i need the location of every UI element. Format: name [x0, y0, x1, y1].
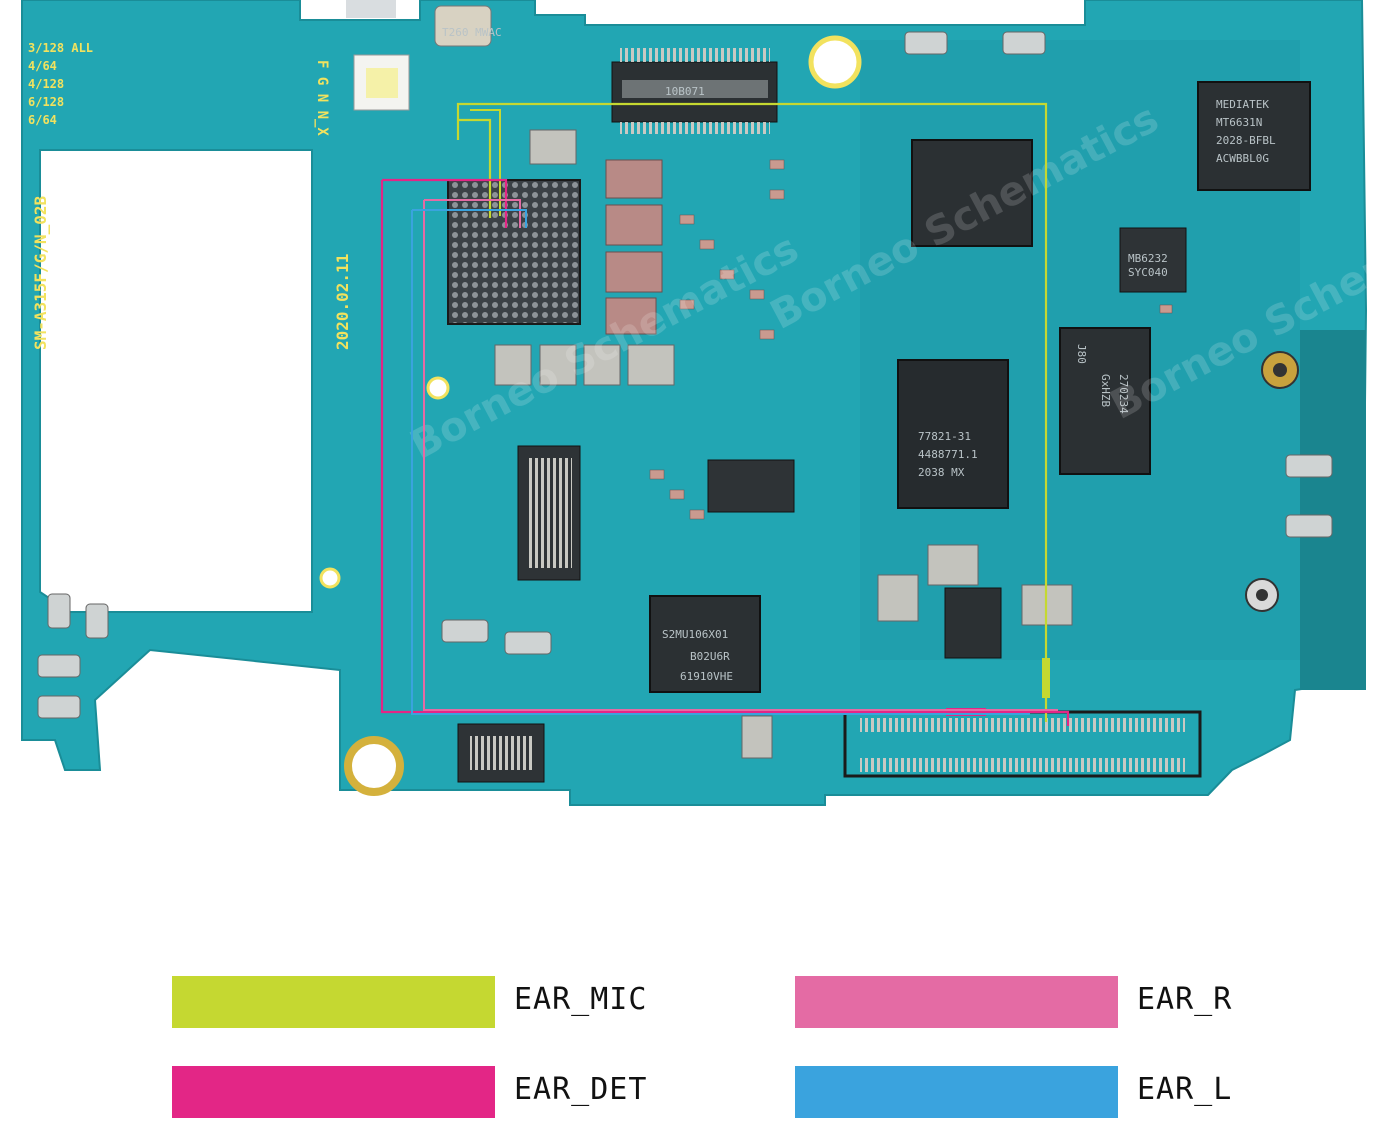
mount-hole-bottom [344, 736, 404, 796]
jgxl-chip [944, 587, 1002, 659]
ear-r-trace [424, 199, 521, 228]
ear-det-trace [380, 180, 1070, 726]
pcb-cutout [39, 149, 313, 613]
top-button [346, 0, 396, 18]
legend-swatch [172, 1066, 495, 1118]
shield-clip [441, 619, 489, 643]
main-ic-marking: 77821-31 [918, 430, 971, 443]
ear-mic-trace [456, 102, 1048, 722]
wifi-bt-chip [1197, 81, 1311, 191]
inductor [605, 159, 663, 199]
legend-label: EAR_DET [514, 1072, 648, 1107]
pmic-marking-2: B02U6R [690, 650, 730, 663]
transceiver-ic [911, 139, 1033, 247]
connector-mark: 10B071 [665, 85, 705, 98]
small-ic-marking-2: SYC040 [1128, 266, 1168, 279]
inductor [605, 297, 657, 335]
legend-label: EAR_L [1137, 1072, 1233, 1107]
pa-marking-3: 270234 [1117, 374, 1130, 414]
mount-hole-left [319, 567, 341, 589]
processor-bga [447, 179, 581, 325]
ear-det-trace [382, 178, 508, 228]
storage-variant: 4/64 [28, 59, 57, 73]
storage-variant: 6/128 [28, 95, 64, 109]
rf-shield-region [1300, 330, 1366, 690]
capacitor [494, 344, 532, 386]
crystal [434, 5, 492, 47]
legend-label: EAR_MIC [514, 982, 648, 1017]
mediatek-marking-3: 2028-BFBL [1216, 134, 1276, 147]
pa-marking: J80 [1075, 344, 1088, 364]
storage-variant-list: 3/128 ALL 4/64 4/128 6/128 6/64 [28, 41, 93, 127]
pmic-marking: S2MU106X01 [662, 628, 728, 641]
inductor [605, 251, 663, 293]
inductor [605, 204, 663, 246]
main-rf-ic [897, 359, 1009, 509]
pcb-board: T260 MWAC 10B071 S2MU106X01 B02U6R 61910… [21, 0, 1368, 806]
pa-marking-2: GxHZB [1099, 374, 1112, 407]
main-ic-marking-2: 4488771.1 [918, 448, 978, 461]
shield-clip [85, 603, 109, 639]
shield-clip [37, 654, 81, 678]
capacitor [627, 344, 675, 386]
ear-r-trace [423, 200, 1058, 711]
ear-l-trace [411, 210, 1030, 715]
mount-hole-mid [426, 376, 450, 400]
crystal-label: T260 MWAC [442, 26, 502, 39]
mediatek-marking-4: ACWBBL0G [1216, 152, 1269, 165]
audio-chip [707, 459, 795, 513]
storage-variant: 4/128 [28, 77, 64, 91]
model-silkscreen: SM-A315F/G/N_02B [31, 196, 50, 350]
ear-mic-trace [458, 118, 492, 218]
capacitor [539, 344, 577, 386]
ear-l-trace [412, 209, 527, 228]
small-ic-marking: MB6232 [1128, 252, 1168, 265]
shield-clip [504, 631, 552, 655]
power-amp-ic [1059, 327, 1151, 475]
storage-variant: 6/64 [28, 113, 57, 127]
capacitor [927, 544, 979, 586]
date-silkscreen: 2020.02.11 [333, 254, 352, 350]
legend-swatch [172, 976, 495, 1028]
legend-label: EAR_R [1137, 982, 1233, 1017]
region-silkscreen: F G N N_X [314, 60, 330, 136]
main-ic-marking-3: 2038 MX [918, 466, 965, 479]
pmic-chip [649, 595, 761, 693]
legend-swatch [795, 1066, 1118, 1118]
shield-clip [37, 695, 81, 719]
shield-clip [1285, 514, 1333, 538]
shield-clip [1002, 31, 1046, 55]
pmic-marking-3: 61910VHE [680, 670, 733, 683]
shield-clip [1285, 454, 1333, 478]
mediatek-marking: MEDIATEK [1216, 98, 1269, 111]
mediatek-marking-2: MT6631N [1216, 116, 1262, 129]
capacitor [741, 715, 773, 759]
legend: EAR_MIC EAR_R EAR_DET EAR_L [0, 950, 1382, 1133]
sensor-ic [1119, 227, 1187, 293]
capacitor [877, 574, 919, 622]
mount-hole-top [808, 35, 862, 89]
capacitor [583, 344, 621, 386]
legend-swatch [795, 976, 1118, 1028]
shield-clip [47, 593, 71, 629]
shield-clip [904, 31, 948, 55]
capacitor [529, 129, 577, 165]
storage-variant: 3/128 ALL [28, 41, 93, 55]
